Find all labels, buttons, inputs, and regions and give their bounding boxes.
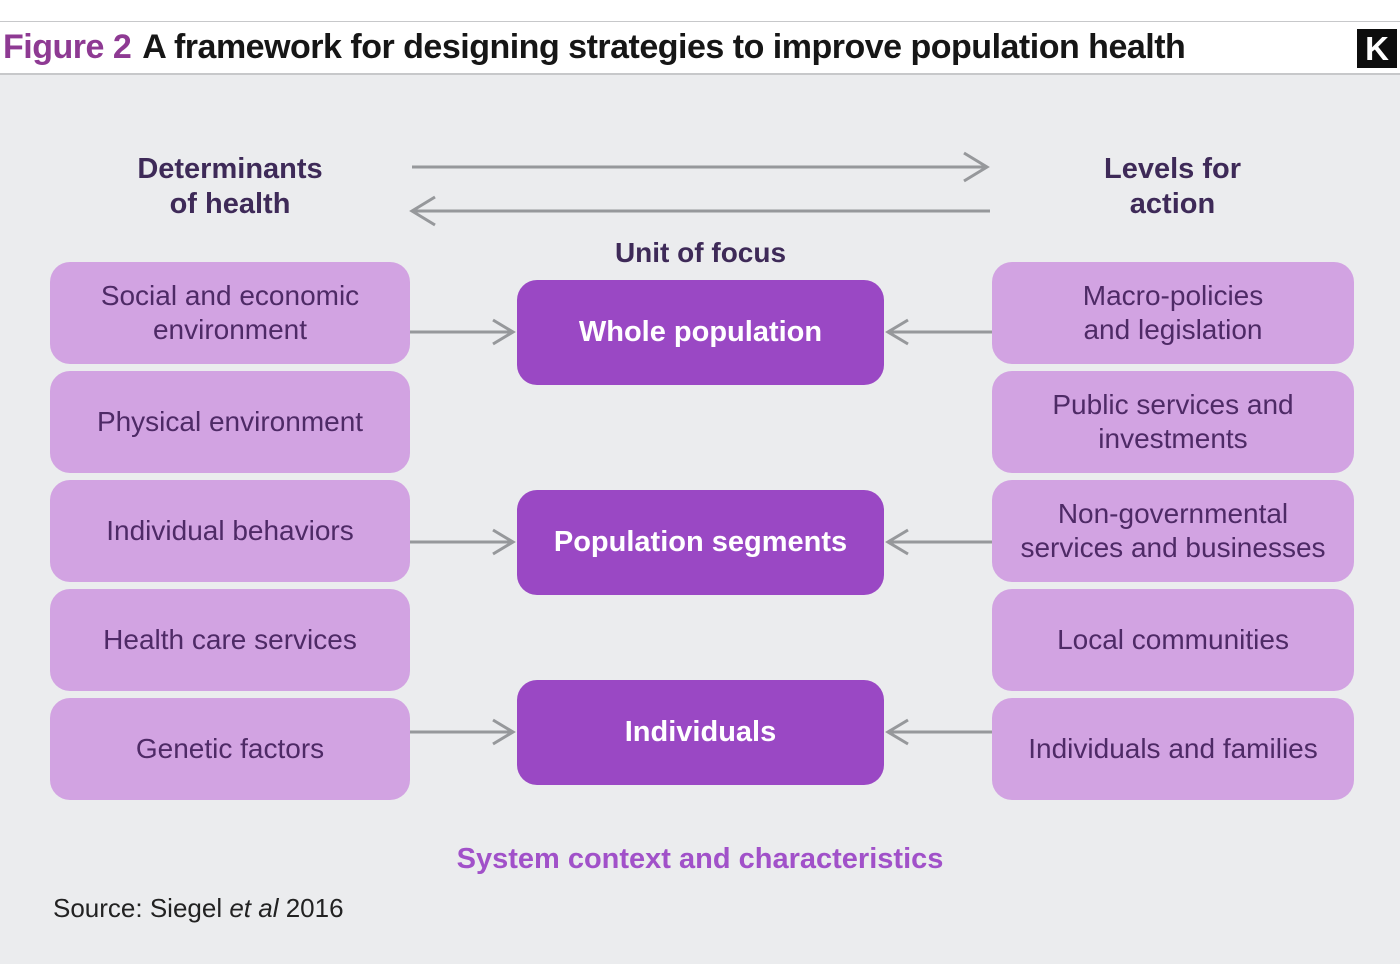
focus-box-population-segments: Population segments: [517, 490, 884, 595]
level-box-individuals-families: Individuals and families: [992, 698, 1354, 800]
determinant-box-social-economic: Social and economic environment: [50, 262, 410, 364]
diagram-area: Determinants of health Levels for action…: [0, 75, 1400, 964]
determinant-box-health-care-services: Health care services: [50, 589, 410, 691]
title-band: Figure 2 A framework for designing strat…: [0, 22, 1400, 73]
system-context-note: System context and characteristics: [456, 843, 944, 875]
source-citation: Source: Siegel et al 2016: [53, 893, 344, 924]
figure-title: Figure 2 A framework for designing strat…: [3, 22, 1186, 73]
kff-logo: K: [1357, 29, 1397, 68]
column-header-determinants: Determinants of health: [137, 153, 323, 221]
level-box-non-governmental: Non-governmental services and businesses: [992, 480, 1354, 582]
level-box-public-services: Public services and investments: [992, 371, 1354, 473]
figure-title-text: A framework for designing strategies to …: [142, 28, 1186, 66]
title-divider: [0, 73, 1400, 75]
figure-label: Figure 2: [3, 28, 132, 66]
column-header-unit-of-focus: Unit of focus: [614, 237, 787, 268]
kff-logo-letter: K: [1365, 30, 1389, 67]
focus-box-whole-population: Whole population: [517, 280, 884, 385]
column-header-levels: Levels for action: [1104, 153, 1241, 221]
focus-box-individuals: Individuals: [517, 680, 884, 785]
determinant-box-physical-environment: Physical environment: [50, 371, 410, 473]
determinant-box-genetic-factors: Genetic factors: [50, 698, 410, 800]
source-et-al: et al: [229, 893, 279, 923]
level-box-local-communities: Local communities: [992, 589, 1354, 691]
source-prefix: Source: Siegel: [53, 893, 230, 923]
level-box-macro-policies: Macro-policies and legislation: [992, 262, 1354, 364]
source-year: 2016: [278, 893, 344, 923]
determinant-box-individual-behaviors: Individual behaviors: [50, 480, 410, 582]
